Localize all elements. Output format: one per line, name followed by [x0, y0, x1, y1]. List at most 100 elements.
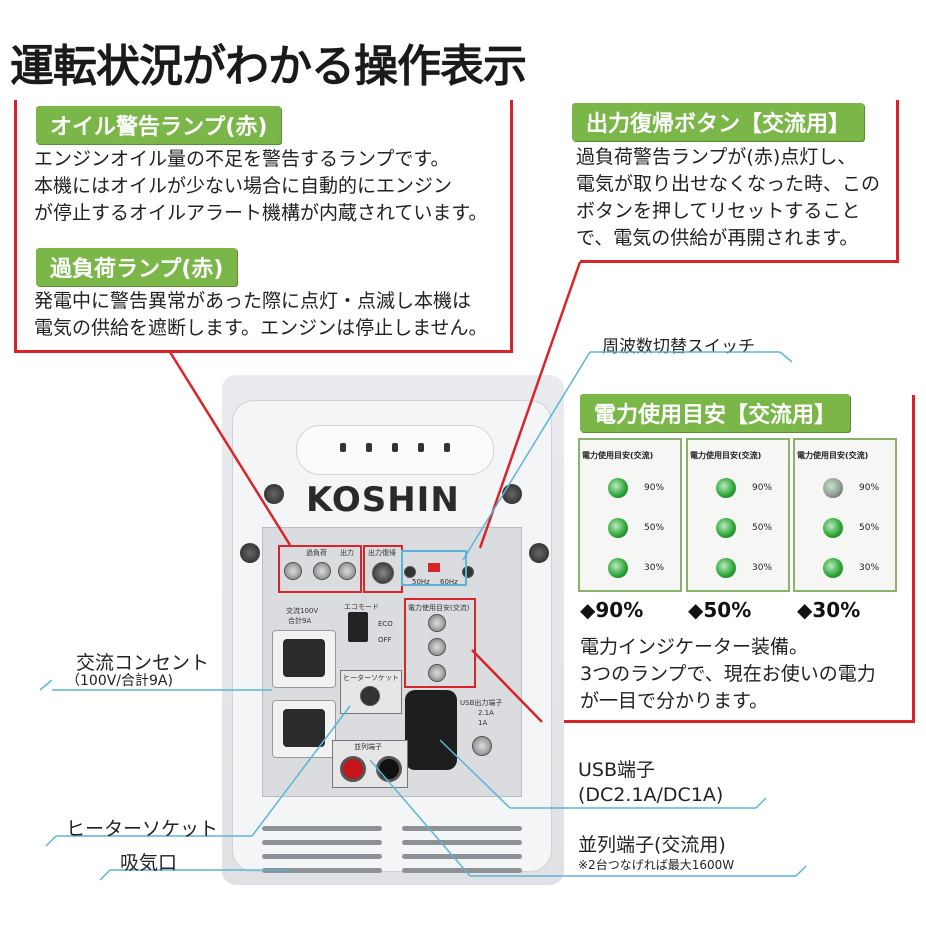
eco-off-label: OFF — [378, 636, 392, 644]
parallel-terminal-black[interactable] — [376, 756, 402, 782]
level-label: 50% — [859, 523, 880, 533]
page-title: 運転状況がわかる操作表示 — [10, 41, 527, 92]
panel-label-oil: 過負荷 — [306, 549, 327, 557]
oil-warning-lamp — [284, 562, 302, 580]
ac-outlet-upper[interactable] — [272, 630, 336, 688]
indicator-callout-box — [404, 598, 476, 688]
intake-vent — [402, 840, 522, 845]
output-lamp — [338, 562, 356, 580]
eco-switch[interactable] — [348, 612, 368, 642]
card-title: 電力使用目安(交流) — [582, 451, 654, 460]
intake-vent — [402, 854, 522, 859]
indicator-lamp — [608, 558, 628, 578]
reset-button[interactable] — [372, 562, 394, 584]
heater-socket-label: ヒーターソケット — [66, 818, 219, 840]
oil-line-1: エンジンオイル量の不足を警告するランプです。 — [34, 148, 450, 170]
intake-vent — [402, 868, 522, 873]
intake-vent — [262, 868, 382, 873]
indicator-lamp — [716, 518, 736, 538]
panel-label-usb1: 2.1A — [478, 709, 494, 717]
card-title: 電力使用目安(交流) — [690, 451, 762, 460]
reset-frame-right — [896, 100, 899, 262]
indicator-lamp — [608, 518, 628, 538]
intake-vent — [262, 826, 382, 831]
usb-label-1: USB端子 — [578, 759, 656, 781]
overload-lamp — [313, 562, 331, 580]
ac-outlet-label: 交流コンセント — [76, 652, 210, 674]
hz60-label: 60Hz — [440, 578, 458, 586]
parallel-terminal-red[interactable] — [340, 756, 366, 782]
intake-label: 吸気口 — [120, 852, 178, 874]
indicator-card: 電力使用目安(交流) 90% 50% 30% — [793, 438, 897, 592]
oil-warning-desc: エンジンオイル量の不足を警告するランプです。 本機にはオイルが少ない場合に自動的… — [34, 146, 488, 227]
overload-tag: 過負荷ランプ(赤) — [36, 248, 238, 286]
oil-warning-tag: オイル警告ランプ(赤) — [36, 106, 282, 144]
ac-outlet-lower[interactable] — [272, 700, 336, 758]
panel-label-indicator: 電力使用目安(交流) — [408, 604, 470, 612]
parallel-sublabel: ※2台つなげれば最大1600W — [578, 858, 735, 872]
indicator-lamp — [823, 558, 843, 578]
overload-desc: 発電中に警告異常があった際に点灯・点滅し本機は 電気の供給を遮断します。エンジン… — [34, 288, 488, 342]
ac-outlet-sublabel: （100V/合計9A) — [66, 673, 173, 689]
reset-line-1: 過負荷警告ランプが(赤)点灯し、 — [576, 146, 857, 168]
power-line-2: 3つのランプで、現在お使いの電力 — [580, 663, 876, 685]
usb-cover[interactable] — [405, 690, 457, 770]
intake-vent — [262, 840, 382, 845]
hz50-label: 50Hz — [412, 578, 430, 586]
level-label: 50% — [644, 523, 665, 533]
freq-callout-box — [401, 550, 467, 586]
bolt-icon — [264, 484, 284, 504]
handle-slot — [392, 443, 398, 452]
oil-line-2: 本機にはオイルが少ない場合に自動的にエンジン — [34, 175, 453, 197]
level-label: 30% — [859, 563, 880, 573]
freq-switch-label: 周波数切替スイッチ — [602, 337, 755, 357]
intake-vent — [402, 826, 522, 831]
panel-label-parallel: 並列端子 — [354, 743, 382, 751]
level-label: 90% — [752, 483, 773, 493]
level-caption: ◆50% — [688, 598, 752, 622]
power-desc: 電力インジケーター装備。 3つのランプで、現在お使いの電力 が一目で分かります。 — [580, 634, 876, 715]
panel-label-ac2: 合計9A — [288, 617, 312, 625]
reset-tag: 出力復帰ボタン【交流用】 — [572, 103, 865, 141]
panel-label-eco: エコモード — [344, 603, 379, 611]
indicator-lamp — [823, 518, 843, 538]
level-caption: ◆90% — [580, 598, 644, 622]
level-label: 90% — [644, 483, 665, 493]
indicator-card: 電力使用目安(交流)90%50%30% — [686, 438, 790, 592]
reset-frame-bottom — [580, 260, 899, 263]
handle-slot — [340, 443, 346, 452]
oil-line-3: が停止するオイルアラート機構が内蔵されています。 — [34, 202, 488, 224]
usb-label: USB端子 (DC2.1A/DC1A) — [578, 758, 723, 808]
handle-slot — [366, 443, 372, 452]
bolt-icon — [502, 484, 522, 504]
indicator-lamp-30 — [428, 664, 446, 682]
power-frame-bottom — [540, 720, 915, 723]
freq-lamp-left — [404, 566, 416, 578]
freq-switch[interactable] — [428, 563, 440, 572]
level-label: 30% — [752, 563, 773, 573]
power-line-1: 電力インジケーター装備。 — [580, 636, 809, 658]
indicator-lamp — [608, 478, 628, 498]
reset-line-2: 電気が取り出せなくなった時、この — [576, 173, 881, 195]
panel-label-heater: ヒーターソケット — [343, 674, 399, 682]
handle-slot — [444, 443, 450, 452]
overload-line-1: 発電中に警告異常があった際に点灯・点滅し本機は — [34, 290, 472, 312]
level-caption: ◆30% — [797, 598, 861, 622]
reset-callout-box — [363, 545, 403, 593]
indicator-lamp — [716, 478, 736, 498]
oil-callout-box — [278, 545, 362, 593]
panel-label-reset: 出力復帰 — [368, 549, 396, 557]
handle-slot — [418, 443, 424, 452]
oil-frame-left — [14, 100, 17, 352]
indicator-lamp — [716, 558, 736, 578]
intake-vent — [262, 854, 382, 859]
card-title: 電力使用目安(交流) — [797, 451, 869, 460]
reset-desc: 過負荷警告ランプが(赤)点灯し、 電気が取り出せなくなった時、この ボタンを押し… — [576, 144, 880, 252]
parallel-label: 並列端子(交流用) — [578, 834, 726, 856]
oil-frame-right — [510, 100, 513, 353]
heater-socket[interactable] — [360, 686, 380, 706]
level-label: 90% — [859, 483, 880, 493]
usb-label-2: (DC2.1A/DC1A) — [578, 784, 724, 806]
indicator-card: 電力使用目安(交流)90%50%30% — [578, 438, 682, 592]
ground-terminal[interactable] — [472, 736, 492, 756]
